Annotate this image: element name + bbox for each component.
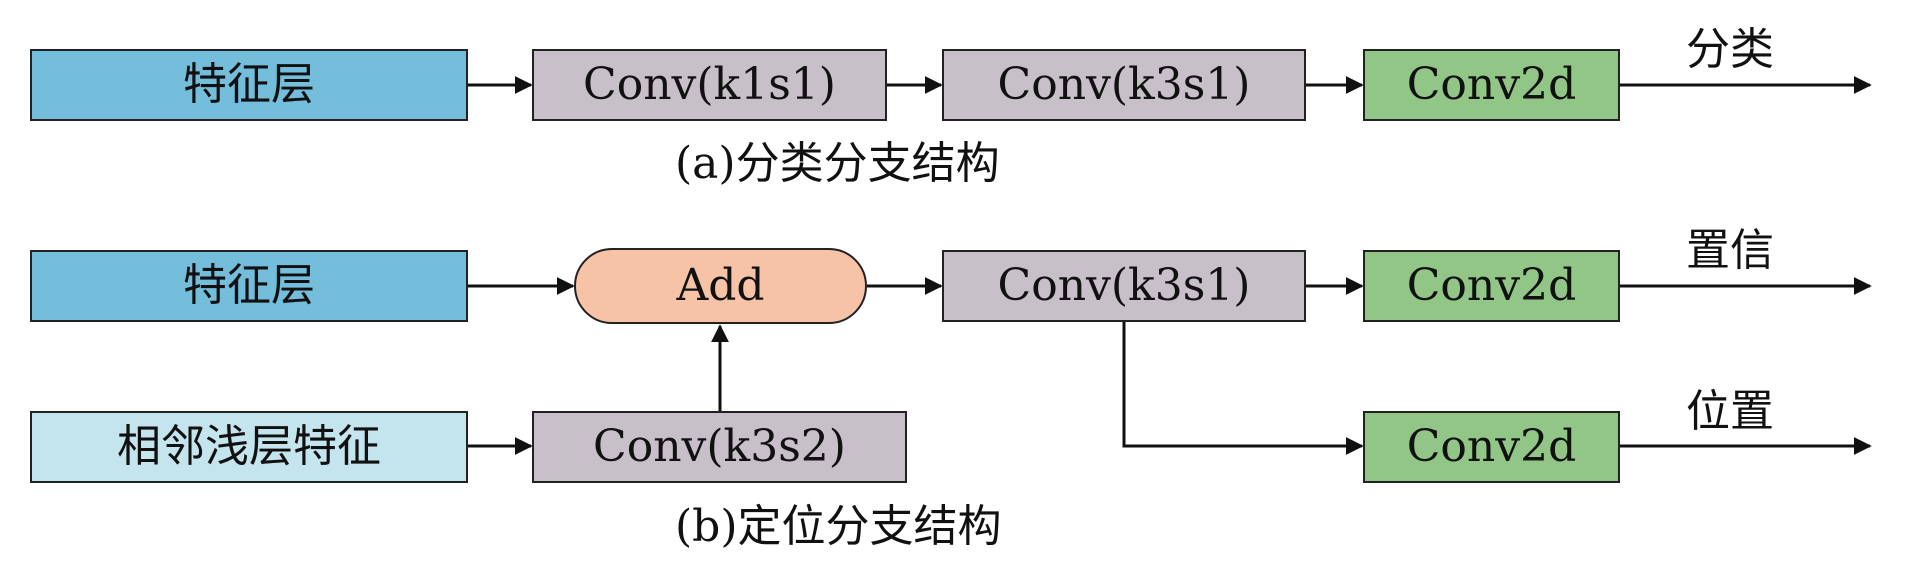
b-add-label: Add [676, 260, 765, 311]
a-conv2d-label: Conv2d [1406, 59, 1577, 110]
b-adjacent-feature-box: 相邻浅层特征 [30, 411, 468, 483]
b-conv2d-location-box: Conv2d [1363, 411, 1620, 483]
b-output-confidence-label: 置信 [1686, 225, 1774, 276]
b-adjacent-feature-label: 相邻浅层特征 [117, 421, 381, 472]
b-add-box: Add [574, 248, 867, 324]
a-conv-k1s1-label: Conv(k1s1) [583, 59, 836, 110]
a-feature-layer-label: 特征层 [183, 59, 315, 110]
a-conv-k1s1-box: Conv(k1s1) [532, 49, 887, 121]
b-conv-k3s1-box: Conv(k3s1) [942, 250, 1306, 322]
a-conv-k3s1-box: Conv(k3s1) [942, 49, 1306, 121]
b-conv-k3s2-label: Conv(k3s2) [593, 421, 846, 472]
a-feature-layer-box: 特征层 [30, 49, 468, 121]
b-conv-k3s1-label: Conv(k3s1) [997, 260, 1251, 311]
b-feature-layer-label: 特征层 [183, 260, 315, 311]
b-conv2d-confidence-box: Conv2d [1363, 250, 1620, 322]
b-conv2d-confidence-label: Conv2d [1406, 260, 1577, 311]
b-output-location-label: 位置 [1686, 386, 1774, 437]
b-conv2d-location-label: Conv2d [1406, 421, 1577, 472]
a-conv2d-box: Conv2d [1363, 49, 1620, 121]
b-feature-layer-box: 特征层 [30, 250, 468, 322]
b-caption: (b)定位分支结构 [675, 501, 1002, 552]
arrow-b-conv-to-conv2d-loc [1122, 322, 1364, 455]
b-conv-k3s2-box: Conv(k3s2) [532, 411, 907, 483]
a-conv-k3s1-label: Conv(k3s1) [997, 59, 1251, 110]
a-output-label: 分类 [1686, 24, 1774, 75]
a-caption: (a)分类分支结构 [675, 138, 1000, 189]
